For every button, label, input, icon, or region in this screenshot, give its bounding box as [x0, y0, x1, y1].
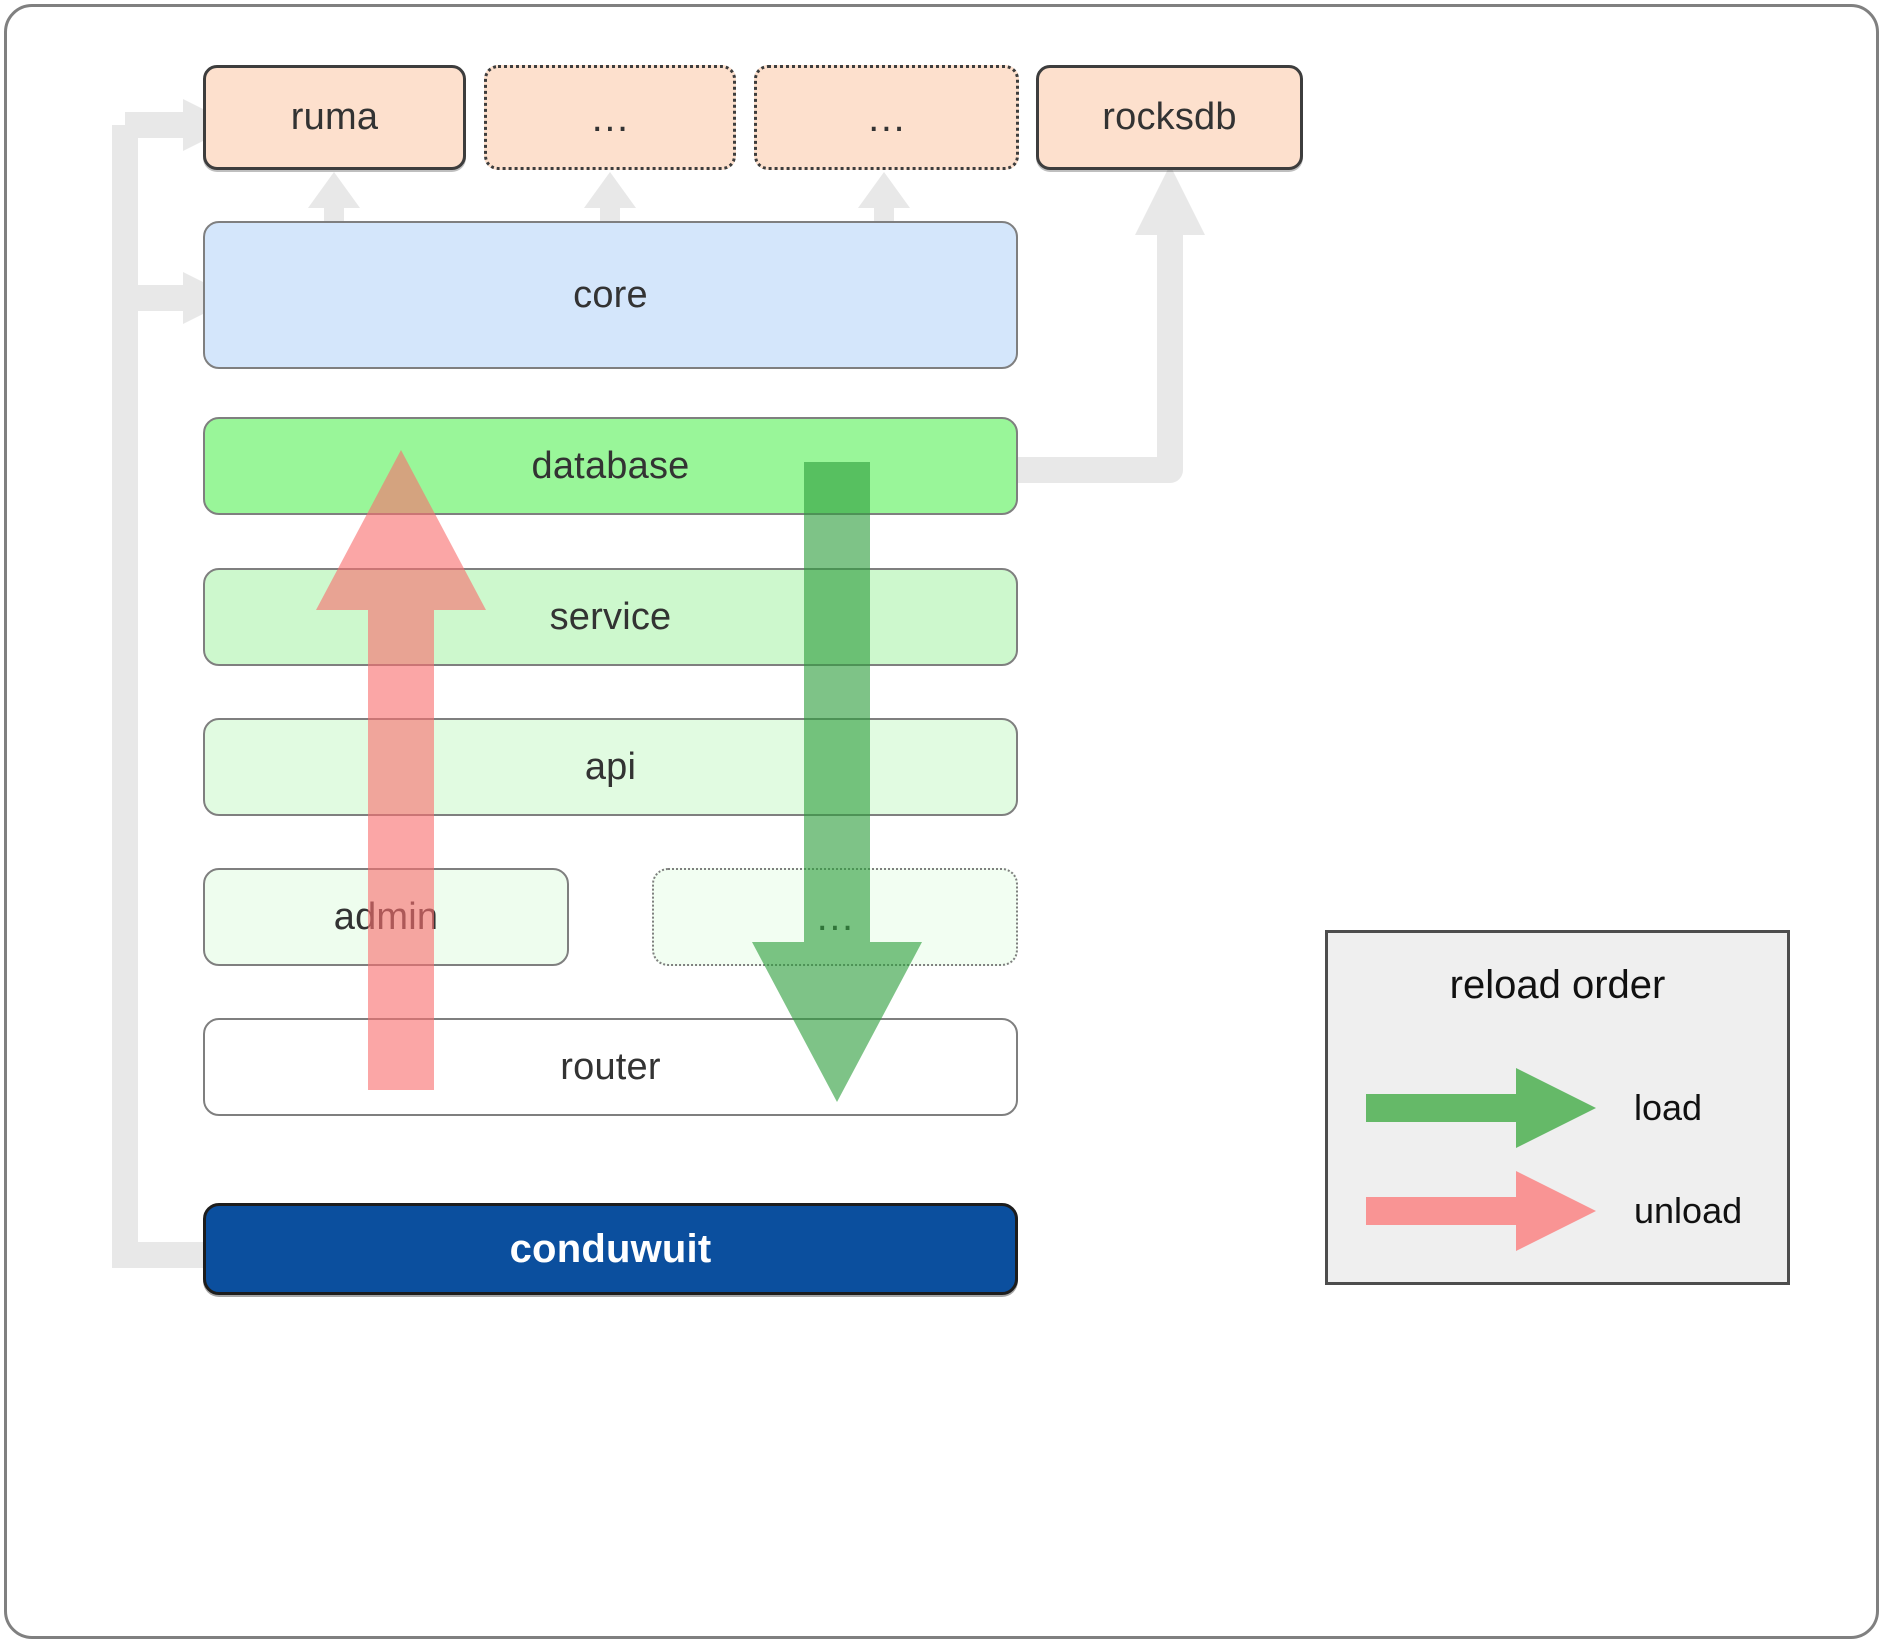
node-conduwuit-label: conduwuit [509, 1226, 712, 1271]
unload-arrow-icon [1366, 1171, 1596, 1251]
layer-api[interactable]: api [203, 718, 1018, 816]
layer-admin[interactable]: admin [203, 868, 569, 966]
layer-router-label: router [560, 1045, 661, 1088]
crate-placeholder-2-label: … [866, 95, 907, 140]
crate-rocksdb[interactable]: rocksdb [1036, 65, 1303, 170]
legend-title: reload order [1449, 963, 1666, 1007]
connector-conduwuit-left-rail [112, 99, 235, 1268]
layer-database[interactable]: database [203, 417, 1018, 515]
layer-service-label: service [549, 595, 672, 638]
legend-panel: reload order load unload [1325, 930, 1790, 1285]
crate-ruma[interactable]: ruma [203, 65, 466, 170]
crate-placeholder-2[interactable]: … [754, 65, 1019, 170]
layer-core-label: core [573, 273, 648, 316]
node-conduwuit[interactable]: conduwuit [203, 1203, 1018, 1295]
crate-ruma-label: ruma [290, 96, 379, 138]
layer-placeholder-label: … [814, 895, 856, 939]
connector-core-to-placeholder-2 [858, 172, 910, 226]
load-arrow-icon [1366, 1068, 1596, 1148]
legend-item-unload: unload [1366, 1171, 1766, 1251]
connector-core-to-ruma [308, 172, 360, 226]
crate-placeholder-1[interactable]: … [484, 65, 736, 170]
layer-database-label: database [531, 444, 690, 487]
layer-core[interactable]: core [203, 221, 1018, 369]
layer-api-label: api [584, 745, 637, 788]
layer-service[interactable]: service [203, 568, 1018, 666]
connector-database-to-rocksdb [1015, 165, 1205, 483]
layer-admin-label: admin [333, 895, 439, 938]
crate-rocksdb-label: rocksdb [1102, 96, 1237, 138]
legend-item-load: load [1366, 1068, 1766, 1148]
layer-router[interactable]: router [203, 1018, 1018, 1116]
legend-unload-label: unload [1634, 1190, 1743, 1231]
connector-core-to-placeholder-1 [584, 172, 636, 226]
layer-placeholder[interactable]: … [652, 868, 1018, 966]
legend-load-label: load [1634, 1087, 1703, 1128]
crate-placeholder-1-label: … [589, 95, 631, 140]
